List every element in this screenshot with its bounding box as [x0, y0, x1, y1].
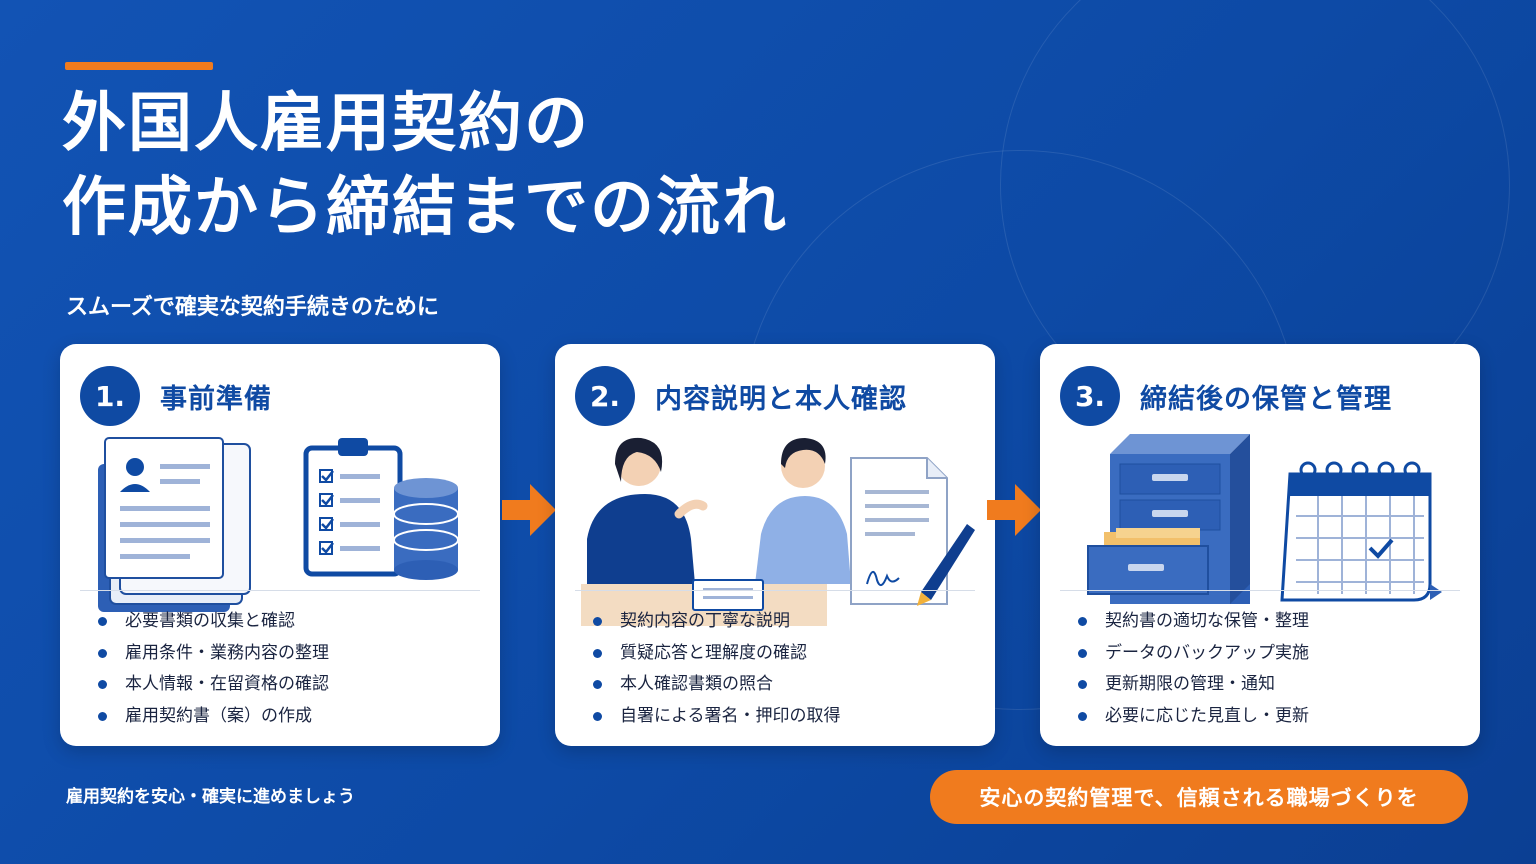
footer-note: 雇用契約を安心・確実に進めましょう: [66, 787, 355, 807]
list-item: 必要に応じた見直し・更新: [1078, 701, 1309, 733]
list-item: 自署による署名・押印の取得: [593, 701, 841, 733]
step-3-header: 3. 締結後の保管と管理: [1060, 366, 1392, 426]
cta-banner[interactable]: 安心の契約管理で、信頼される職場づくりを: [930, 770, 1468, 824]
list-item: 契約内容の丁寧な説明: [593, 606, 841, 638]
signed-document-icon: [850, 457, 948, 605]
checklist-clipboard-icon: [303, 438, 403, 577]
database-icon: [393, 478, 459, 580]
step-card-1: 1. 事前準備: [60, 344, 500, 746]
title-line-2: 作成から締結までの流れ: [62, 171, 788, 245]
step-2-illustration: [581, 437, 975, 626]
step-1-divider: [80, 590, 480, 591]
step-1-illustration: [98, 437, 459, 612]
list-item: 本人確認書類の照合: [593, 669, 841, 701]
accent-bar: [65, 62, 213, 70]
page-title: 外国人雇用契約の 作成から締結までの流れ: [62, 82, 788, 250]
step-1-title: 事前準備: [160, 383, 272, 415]
step-2-title: 内容説明と本人確認: [655, 383, 907, 415]
list-item: 雇用条件・業務内容の整理: [98, 638, 329, 670]
step-3-divider: [1060, 590, 1460, 591]
step-3-number: 3.: [1060, 366, 1120, 426]
list-item: データのバックアップ実施: [1078, 638, 1309, 670]
step-3-bullets: 契約書の適切な保管・整理 データのバックアップ実施 更新期限の管理・通知 必要に…: [1078, 606, 1309, 732]
list-item: 質疑応答と理解度の確認: [593, 638, 841, 670]
step-2-divider: [575, 590, 975, 591]
filing-cabinet-icon: [1087, 434, 1250, 604]
step-1-bullets: 必要書類の収集と確認 雇用条件・業務内容の整理 本人情報・在留資格の確認 雇用契…: [98, 606, 329, 732]
pen-icon: [917, 524, 975, 606]
step-card-3: 3. 締結後の保管と管理: [1040, 344, 1480, 746]
list-item: 本人情報・在留資格の確認: [98, 669, 329, 701]
title-line-1: 外国人雇用契約の: [62, 87, 590, 161]
documents-icon: [98, 437, 251, 612]
list-item: 必要書類の収集と確認: [98, 606, 329, 638]
step-3-illustration: [1087, 434, 1442, 604]
step-card-2: 2. 内容説明と本人確認: [555, 344, 995, 746]
page-subtitle: スムーズで確実な契約手続きのために: [66, 295, 439, 320]
arrow-right-icon: [502, 484, 556, 536]
step-3-title: 締結後の保管と管理: [1140, 383, 1392, 415]
list-item: 更新期限の管理・通知: [1078, 669, 1309, 701]
step-1-header: 1. 事前準備: [80, 366, 272, 426]
arrow-right-icon: [987, 484, 1041, 536]
step-2-bullets: 契約内容の丁寧な説明 質疑応答と理解度の確認 本人確認書類の照合 自署による署名…: [593, 606, 841, 732]
step-2-number: 2.: [575, 366, 635, 426]
calendar-icon: [1280, 461, 1442, 602]
list-item: 雇用契約書（案）の作成: [98, 701, 329, 733]
step-2-header: 2. 内容説明と本人確認: [575, 366, 907, 426]
step-1-number: 1.: [80, 366, 140, 426]
list-item: 契約書の適切な保管・整理: [1078, 606, 1309, 638]
meeting-people-icon: [581, 437, 851, 626]
